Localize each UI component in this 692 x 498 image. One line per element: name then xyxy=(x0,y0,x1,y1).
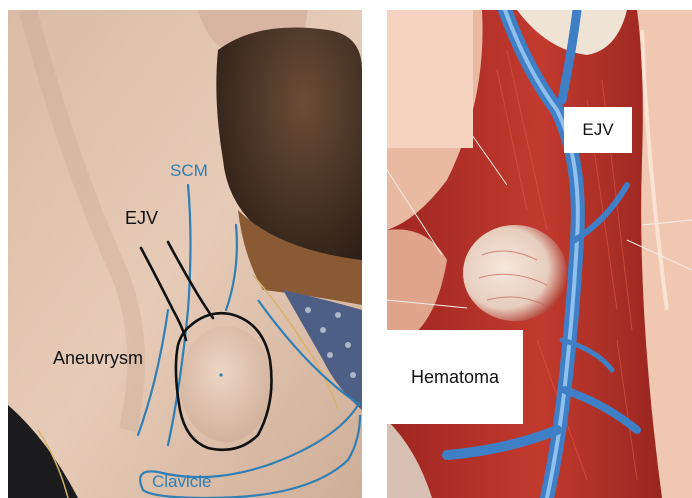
clinical-photo xyxy=(8,10,362,498)
hematoma-mass xyxy=(463,225,567,321)
clinical-photo-panel: SCM EJV Aneuvrysm Clavicle xyxy=(8,10,362,498)
aneurysm-label: Aneuvrysm xyxy=(53,349,143,367)
aneurysm-center-dot xyxy=(219,373,222,376)
anatomical-illustration-panel: EJV Hematoma xyxy=(387,10,692,498)
hematoma-label-box: Hematoma xyxy=(387,330,523,424)
ejv-illustration-label: EJV xyxy=(582,120,613,140)
scm-label: SCM xyxy=(170,162,208,179)
hematoma-label: Hematoma xyxy=(411,367,499,388)
aneurysm-bulge xyxy=(180,326,272,442)
ejv-label: EJV xyxy=(125,209,158,227)
blank-label-box xyxy=(387,10,473,148)
clavicle-label: Clavicle xyxy=(152,473,212,490)
ejv-label-box: EJV xyxy=(564,107,632,153)
